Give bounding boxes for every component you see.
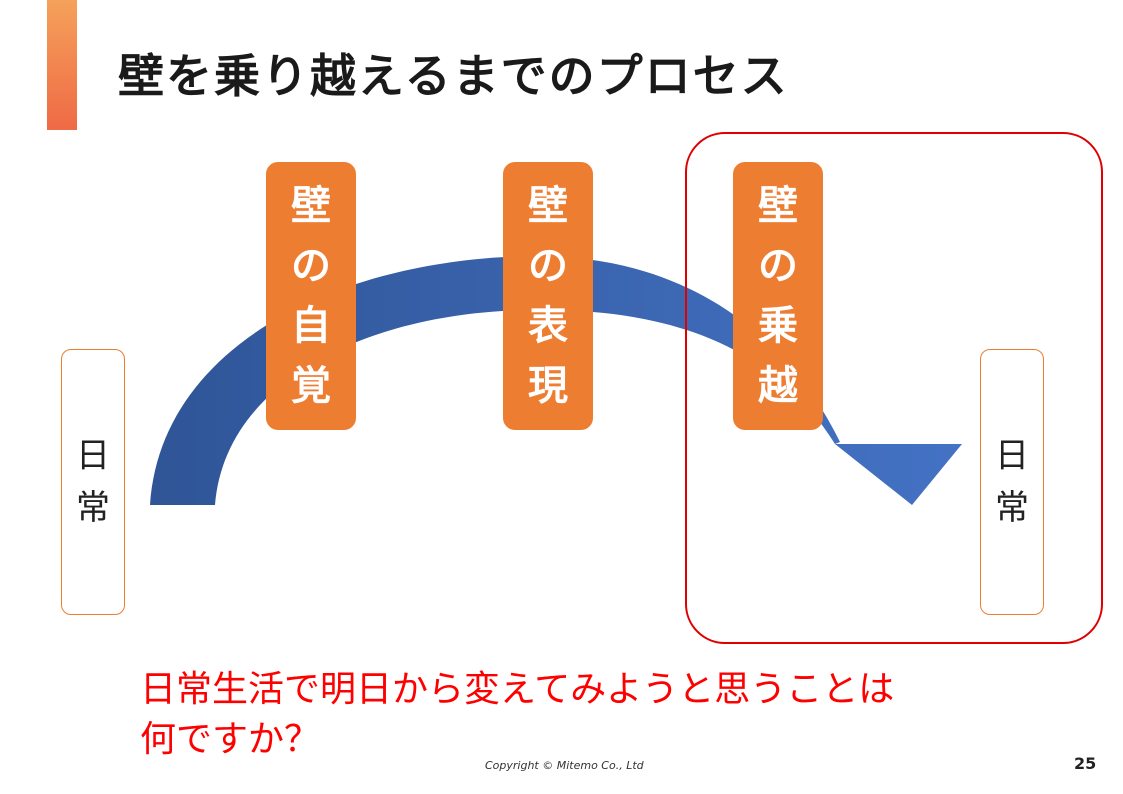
page-number: 25 — [1074, 754, 1097, 773]
stage-char: の — [291, 243, 331, 289]
question-text: 日常生活で明日から変えてみようと思うことは 何ですか？ — [140, 665, 1060, 765]
daily-char: 常 — [995, 488, 1029, 528]
stage-char: の — [758, 243, 798, 289]
stage-expression: 壁 の 表 現 — [503, 162, 593, 430]
title-accent-bar — [47, 0, 77, 130]
question-line: 日常生活で明日から変えてみようと思うことは — [140, 669, 895, 710]
stage-char: 覚 — [291, 363, 331, 409]
stage-char: 自 — [291, 303, 331, 349]
daily-char: 日 — [995, 436, 1029, 476]
stage-char: 壁 — [291, 183, 331, 229]
daily-char: 日 — [76, 436, 110, 476]
highlight-box — [685, 132, 1103, 644]
question-line: 何ですか？ — [140, 719, 321, 760]
daily-right-box: 日 常 — [980, 349, 1044, 615]
copyright: Copyright © Mitemo Co., Ltd — [485, 759, 644, 772]
daily-char: 常 — [76, 488, 110, 528]
stage-char: 越 — [758, 363, 798, 409]
stage-char: の — [528, 243, 568, 289]
stage-char: 現 — [528, 363, 568, 409]
slide-title: 壁を乗り越えるまでのプロセス — [118, 49, 789, 103]
stage-char: 乗 — [758, 303, 798, 349]
stage-overcoming: 壁 の 乗 越 — [733, 162, 823, 430]
stage-awareness: 壁 の 自 覚 — [266, 162, 356, 430]
stage-char: 壁 — [528, 183, 568, 229]
daily-left-box: 日 常 — [61, 349, 125, 615]
stage-char: 表 — [528, 303, 568, 349]
stage-char: 壁 — [758, 183, 798, 229]
